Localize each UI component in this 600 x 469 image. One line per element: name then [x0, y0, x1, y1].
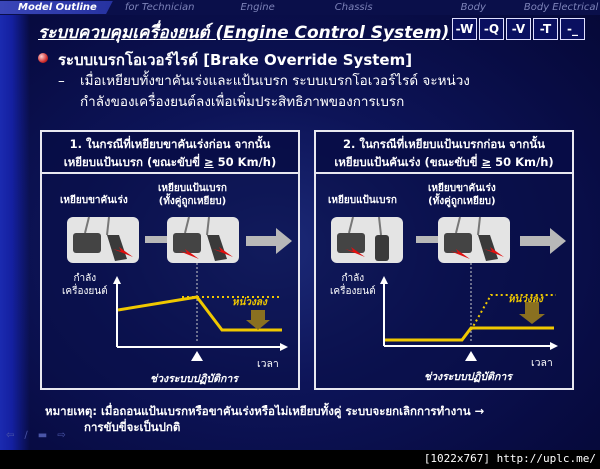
pen-icon[interactable]: ∕: [24, 430, 28, 441]
connector: [145, 236, 167, 243]
section-heading: ระบบเบรกโอเวอร์ไรด์ [Brake Override Syst…: [58, 51, 413, 69]
title-bar: ระบบควบคุมเครื่องยนต์ (Engine Control Sy…: [0, 15, 600, 45]
nav-chassis[interactable]: Chassis: [334, 2, 373, 13]
nav-model-outline[interactable]: Model Outline: [0, 1, 113, 14]
pedal-icon: [73, 216, 133, 261]
pedal-image-brake: [331, 216, 403, 263]
x-axis-label: เวลา: [257, 358, 279, 370]
step2-label-line2: (ทั้งคู่ถูกเหยียบ): [428, 196, 496, 207]
pedal-icon: [444, 216, 504, 261]
model-button-v[interactable]: -V: [506, 18, 531, 40]
operation-label: ช่วงระบบปฏิบัติการ: [424, 371, 512, 383]
step2-label-line2: (ทั้งคู่ถูกเหยียบ): [158, 196, 227, 207]
description-line2: กำลังของเครื่องยนต์ลงเพื่อเพิ่มประสิทธิภ…: [80, 94, 405, 110]
drop-label: หน่วงลง: [508, 294, 543, 305]
panel-accel-first: 1. ในกรณีที่เหยียบขาคันเร่งก่อน จากนั้น …: [40, 130, 300, 390]
step1-label: เหยียบขาคันเร่ง: [60, 195, 128, 206]
operation-label: ช่วงระบบปฏิบัติการ: [150, 373, 238, 385]
panel-title-speed: 50 Km/h): [491, 155, 554, 169]
note-line2: การขับขี่จะเป็นปกติ: [84, 420, 181, 434]
panel-title: 1. ในกรณีที่เหยียบขาคันเร่งก่อน จากนั้น …: [42, 132, 298, 174]
note: หมายเหตุ: เมื่อถอนแป้นเบรกหรือขาคันเร่งห…: [45, 403, 484, 435]
arrow-left-icon[interactable]: ⇦: [6, 430, 15, 441]
step2-label-line1: เหยียบขาคันเร่ง: [428, 183, 496, 194]
model-button-t[interactable]: -T: [533, 18, 558, 40]
panel-title-speed: 50 Km/h): [213, 155, 277, 169]
y-axis-line1: กำลัง: [341, 273, 365, 284]
nav-body-electrical[interactable]: Body Electrical: [523, 2, 599, 13]
dash: –: [58, 73, 65, 89]
nav-engine[interactable]: Engine: [240, 2, 275, 13]
nav-body[interactable]: Body: [460, 2, 486, 13]
panel-title-line2: เหยียบแป้นเบรก (ขณะขับขี่: [63, 155, 205, 169]
panel-title-line2: เหยียบแป้นคันเร่ง (ขณะขับขี่: [334, 155, 482, 169]
y-axis-label: กำลัง เครื่องยนต์: [62, 272, 108, 298]
bullet-icon: [38, 53, 48, 63]
pedal-icon: [173, 216, 233, 261]
arrow-right-icon[interactable]: ⇨: [57, 430, 66, 441]
note-line1: หมายเหตุ: เมื่อถอนแป้นเบรกหรือขาคันเร่งห…: [45, 404, 485, 418]
section-description: –เมื่อเหยียบทั้งขาคันเร่งและแป้นเบรก ระบ…: [58, 71, 598, 113]
drop-label: หน่วงลง: [232, 297, 267, 308]
panel-title-line1: 1. ในกรณีที่เหยียบขาคันเร่งก่อน จากนั้น: [69, 137, 271, 151]
chart-brake-first: [380, 228, 566, 361]
model-button-blank[interactable]: -_: [560, 18, 585, 40]
nav-for-technician[interactable]: for Technician: [124, 2, 195, 13]
left-glow: [0, 0, 30, 450]
model-buttons: -W -Q -V -T -_: [452, 18, 585, 40]
y-axis-line1: กำลัง: [73, 273, 97, 284]
panel-title: 2. ในกรณีที่เหยียบแป้นเบรกก่อน จากนั้น เ…: [316, 132, 572, 174]
y-axis-label: กำลัง เครื่องยนต์: [330, 272, 376, 298]
panel-brake-first: 2. ในกรณีที่เหยียบแป้นเบรกก่อน จากนั้น เ…: [314, 130, 574, 390]
ge-symbol: ≥: [204, 155, 214, 169]
panel-title-line1: 2. ในกรณีที่เหยียบแป้นเบรกก่อน จากนั้น: [342, 137, 546, 151]
footer-watermark: [1022x767] http://uplc.me/: [423, 452, 596, 465]
menu-icon[interactable]: ▬: [37, 430, 48, 441]
pedal-icon: [337, 216, 389, 261]
slide-nav-icons: ⇦ ∕ ▬ ⇨: [6, 430, 66, 441]
connector: [416, 236, 438, 243]
model-button-w[interactable]: -W: [452, 18, 477, 40]
x-axis-label: เวลา: [531, 357, 553, 369]
y-axis-line2: เครื่องยนต์: [330, 286, 376, 297]
pedal-image-both: [167, 216, 239, 263]
slide: Model Outline for Technician Engine Chas…: [0, 0, 600, 450]
step2-label-line1: เหยียบแป้นเบรก: [158, 183, 227, 194]
page-title: ระบบควบคุมเครื่องยนต์ (Engine Control Sy…: [38, 23, 450, 43]
pedal-image-both: [438, 216, 510, 263]
ge-symbol: ≥: [481, 155, 492, 169]
y-axis-line2: เครื่องยนต์: [62, 286, 108, 297]
pedal-image-accel: [67, 216, 139, 263]
top-nav: Model Outline for Technician Engine Chas…: [0, 0, 600, 15]
step2-label: เหยียบแป้นเบรก (ทั้งคู่ถูกเหยียบ): [158, 182, 227, 208]
step2-label: เหยียบขาคันเร่ง (ทั้งคู่ถูกเหยียบ): [428, 182, 496, 208]
chart-accel-first: [113, 228, 292, 361]
description-line1: เมื่อเหยียบทั้งขาคันเร่งและแป้นเบรก ระบบ…: [80, 73, 470, 89]
step1-label: เหยียบแป้นเบรก: [328, 195, 397, 206]
model-button-q[interactable]: -Q: [479, 18, 504, 40]
